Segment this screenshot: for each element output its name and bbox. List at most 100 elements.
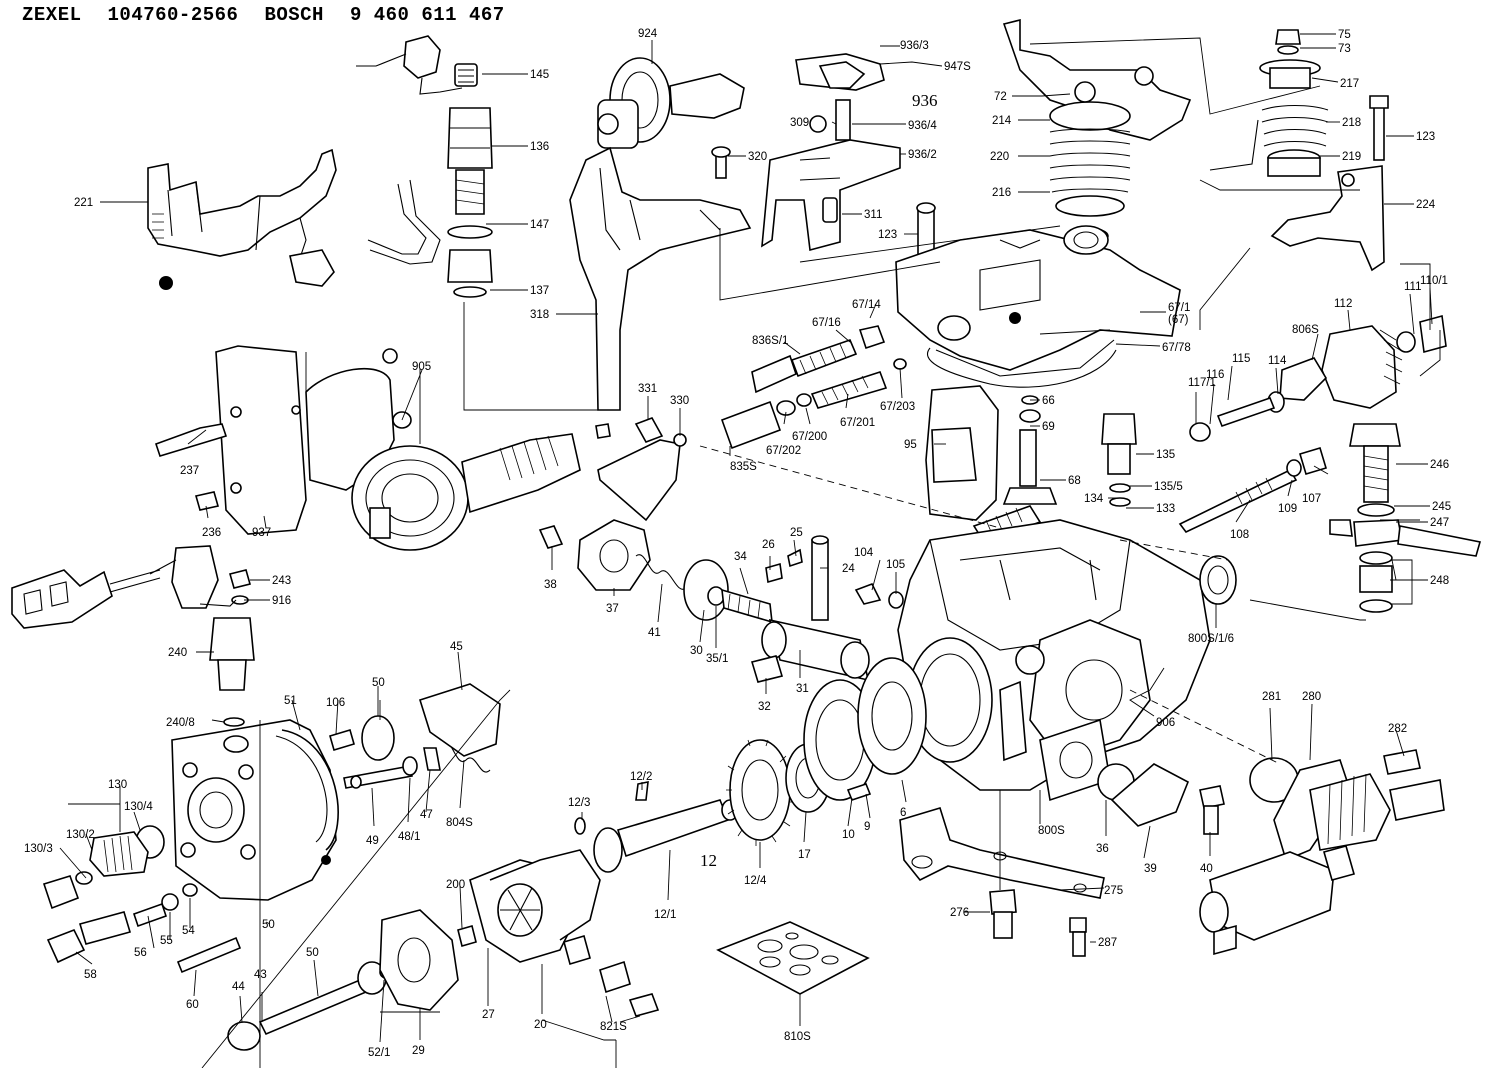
callout-label: 821S [600,1021,627,1033]
callout-label: 320 [748,151,767,163]
callout-label: 135/5 [1154,481,1183,493]
callout-label: 47 [420,809,433,821]
callout-label: 37 [606,603,619,615]
callout-label: 35/1 [706,653,728,665]
callout-label: 12/4 [744,875,767,887]
callout-label: 800S [1038,825,1065,837]
callout-label: 130/2 [66,829,95,841]
callout-label: 69 [1042,421,1055,433]
cover-plate-drawing [1097,763,1225,835]
callout-label: 318 [530,309,549,321]
callout-label: 936/4 [908,120,937,132]
callout-label: 309 [790,117,809,129]
feed-pump-drive-drawing [1189,314,1447,442]
callout-label: 51 [284,695,297,707]
stop-solenoid-drawing [356,35,493,298]
callout-label: 104 [854,547,874,559]
callout-label: 836S/1 [752,335,788,347]
part-drawings [11,18,1482,1051]
callout-label: 110/1 [1420,275,1448,287]
callout-label: 66 [1042,395,1055,407]
callout-label: 281 [1262,691,1281,703]
callout-label: 25 [790,527,803,539]
callout-label: 67/200 [792,431,827,443]
callout-label: 67/16 [812,317,841,329]
callout-label: 45 [450,641,463,653]
callout-label: 806S [1292,324,1319,336]
connector-240-drawing [11,545,255,727]
callout-label: 67/1 [1168,302,1190,314]
callout-label: 10 [842,829,855,841]
callout-label: 237 [180,465,199,477]
callout-label: 246 [1430,459,1449,471]
callout-label: 214 [992,115,1012,127]
callout-label: 12/2 [630,771,652,783]
callout-label: 115 [1232,353,1250,365]
callout-label: 936/3 [900,40,929,52]
callout-label: 804S [446,817,473,829]
solenoid-valve-135-drawing [1101,413,1137,507]
callout-label: 54 [182,925,195,937]
header-brand-zexel: ZEXEL [22,4,82,26]
callout-label: 282 [1388,723,1407,735]
assembly-boundary-lines [201,37,1441,1068]
callout-label: 27 [482,1009,495,1021]
callout-label: 240/8 [166,717,195,729]
callout-label: 73 [1338,43,1351,55]
callout-label: 32 [758,701,771,713]
callout-label: 936/2 [908,149,937,161]
feed-pump-drawing [457,657,927,1017]
callout-label: 9 [864,821,870,833]
callout-label: 905 [412,361,431,373]
callout-label: 72 [994,91,1007,103]
callout-labels: 924 936/3 947S 75 73 145 936 72 217 309 … [24,28,1451,1059]
timer-assembly-drawing [538,519,904,683]
callout-label: 48/1 [398,831,420,843]
callout-label: 67/203 [880,401,915,413]
callout-label: 245 [1432,501,1451,513]
callout-label: 67/202 [766,445,801,457]
callout-label: 67/14 [852,299,881,311]
adjust-screw-drawings [720,325,907,450]
callout-label: 219 [1342,151,1361,163]
callout-label: 311 [864,209,882,221]
drive-shaft-108-drawing [1178,447,1327,534]
callout-label: 67/78 [1162,342,1191,354]
callout-label: 50 [306,947,319,959]
callout-label: 24 [842,563,855,575]
callout-label: 276 [950,907,969,919]
callout-label: 105 [886,559,905,571]
vacuum-bracket-drawing [569,57,752,411]
header-part-number-zexel: 104760-2566 [107,4,239,26]
callout-label: 58 [84,969,97,981]
callout-label: 220 [990,151,1009,163]
callout-label: 218 [1342,117,1361,129]
callout-label: 50 [262,919,275,931]
callout-label: 41 [648,627,661,639]
callout-label: 217 [1340,78,1359,90]
callout-label: 107 [1302,493,1321,505]
callout-label: 108 [1230,529,1249,541]
callout-label: 123 [1416,131,1435,143]
callout-label: 133 [1156,503,1175,515]
diagram-header: ZEXEL 104760-2566 BOSCH 9 460 611 467 [22,4,531,26]
header-brand-bosch: BOSCH [264,4,324,26]
callout-label: 44 [232,981,245,993]
callout-label: 106 [326,697,345,709]
callout-label: 112 [1334,298,1352,310]
bracket-221-drawing [147,148,337,290]
callout-label: 275 [1104,885,1123,897]
idle-spring-drawing [1209,29,1329,177]
callout-label: 12 [700,851,717,870]
header-part-number-bosch: 9 460 611 467 [349,4,505,26]
callout-label: 55 [160,935,173,947]
callout-label: 95 [904,439,917,451]
callout-label: 936 [912,91,938,110]
callout-label: 216 [992,187,1011,199]
callout-label: 111 [1404,281,1421,293]
callout-label: 68 [1068,475,1081,487]
vacuum-unit-905-drawing [154,345,581,551]
actuator-280-drawing [1199,749,1445,956]
callout-label: 60 [186,999,199,1011]
